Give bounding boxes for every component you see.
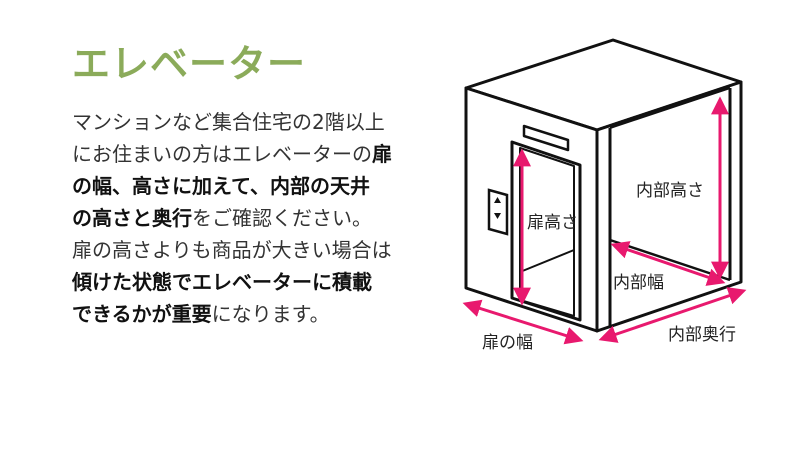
floor-indicator-panel <box>522 124 570 152</box>
label-inner-height: 内部高さ <box>636 181 704 201</box>
inner-depth-arrow <box>598 287 747 343</box>
label-inner-depth: 内部奥行 <box>668 325 736 345</box>
label-inner-width: 内部幅 <box>613 273 664 293</box>
label-door-width: 扉の幅 <box>482 333 533 353</box>
dimension-arrows <box>462 96 747 345</box>
label-door-height: 扉高さ <box>527 213 578 233</box>
text-line-2: にお住まいの方はエレベーターの扉 <box>72 142 392 166</box>
description-text: マンションなど集合住宅の2階以上 にお住まいの方はエレベーターの扉 の幅、高さに… <box>72 106 424 330</box>
inner-frame-top <box>609 87 731 129</box>
door-width-arrow <box>462 299 584 345</box>
up-down-arrows-icon <box>487 188 509 236</box>
text-line-3: の幅、高さに加えて、内部の天井 <box>72 174 370 198</box>
page-title: エレベーター <box>72 42 307 86</box>
text-line-7: できるかが重要になります。 <box>72 302 330 326</box>
text-line-4: の高さと奥行をご確認ください。 <box>72 206 372 230</box>
text-line-1: マンションなど集合住宅の2階以上 <box>72 110 385 134</box>
text-line-6: 傾けた状態でエレベーターに積載 <box>72 270 372 294</box>
text-line-5: 扉の高さよりも商品が大きい場合は <box>72 238 392 262</box>
inner-width-arrow <box>610 241 726 286</box>
